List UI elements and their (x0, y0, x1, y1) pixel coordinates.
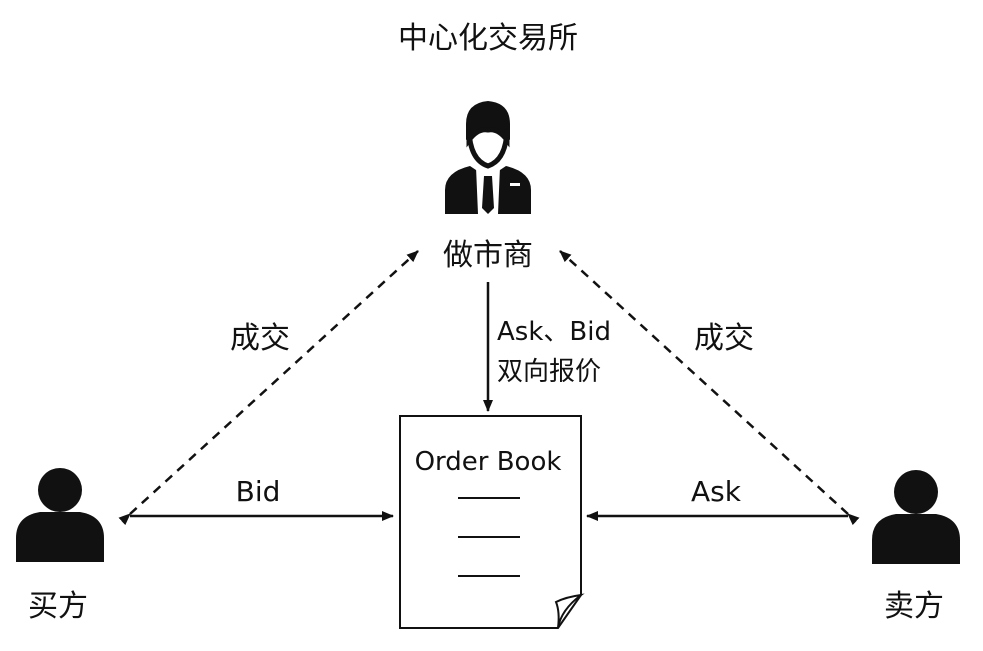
quote-label-line1: Ask、Bid (497, 317, 611, 347)
document-icon (399, 415, 585, 629)
businessman-icon (445, 101, 531, 214)
ask-label: Ask (691, 475, 742, 508)
seller-label: 卖方 (884, 589, 944, 624)
seller-trade-arrow (559, 250, 860, 526)
buyer-label: 买方 (28, 589, 88, 624)
order-book-label: Order Book (415, 447, 562, 477)
seller-trade-label: 成交 (694, 321, 754, 356)
buyer-trade-label: 成交 (230, 321, 290, 356)
buyer-icon (16, 468, 104, 562)
market-maker-label: 做市商 (443, 238, 533, 273)
buyer-trade-arrow (118, 250, 419, 526)
bid-label: Bid (236, 475, 281, 508)
quote-label-line2: 双向报价 (497, 357, 601, 387)
order-book-lines (458, 497, 520, 577)
seller-icon (872, 470, 960, 564)
diagram-title: 中心化交易所 (398, 21, 578, 56)
